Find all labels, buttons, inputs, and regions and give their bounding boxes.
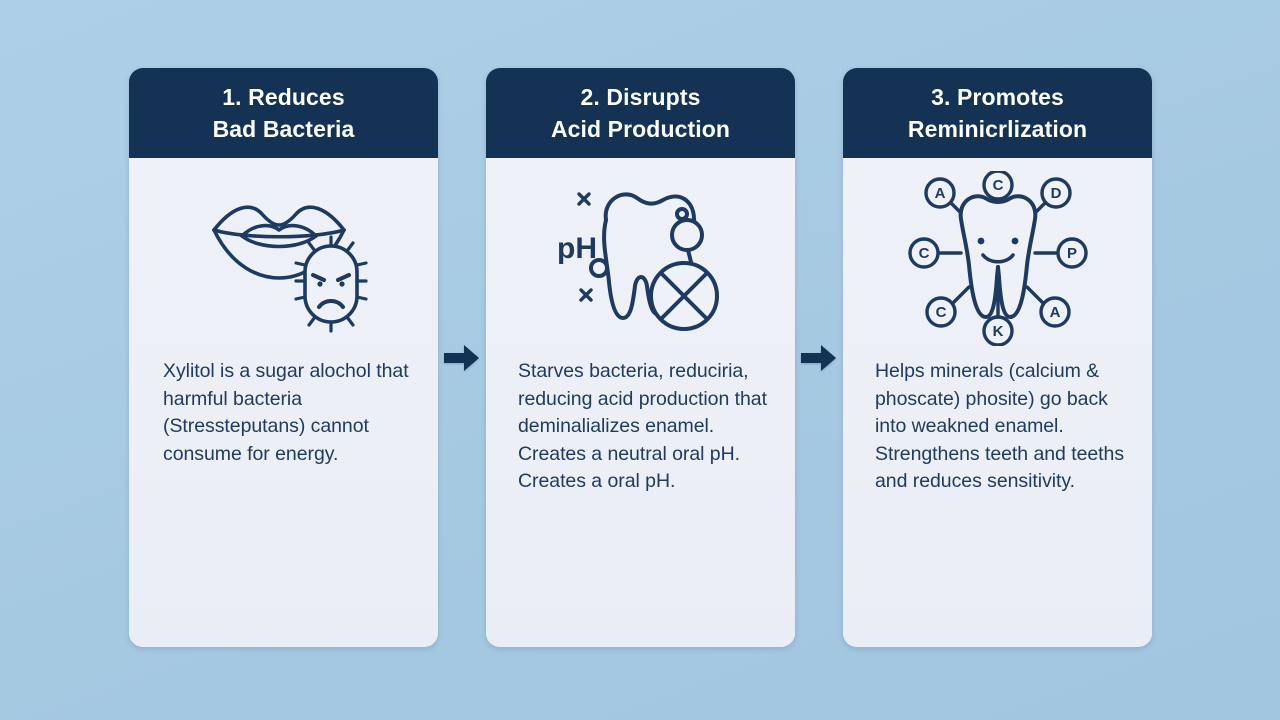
ph-label: pH (557, 232, 597, 265)
mineral-badge-d-upper-right: D (1039, 176, 1072, 209)
step-card-3-title-line2: Reminicrlization (907, 116, 1088, 142)
mineral-badge-c-top: C (981, 170, 1014, 201)
mineral-badge-c-lower-left: C (924, 295, 957, 328)
card-rail: 1. Reduces Bad Bacteria (129, 68, 1152, 647)
svg-text:K: K (992, 323, 1003, 340)
svg-text:P: P (1066, 245, 1076, 262)
step-card-1-header: 1. Reduces Bad Bacteria (129, 68, 438, 158)
svg-text:A: A (1049, 304, 1060, 321)
arrow-2-to-3 (795, 68, 843, 647)
svg-text:C: C (935, 304, 946, 321)
step-card-1-description: Xylitol is a sugar alochol that harmful … (163, 360, 409, 465)
mineral-badge-a-upper-left: A (923, 176, 956, 209)
svg-text:C: C (992, 177, 1003, 194)
step-card-2-title-line2: Acid Production (550, 116, 731, 142)
lips-with-angry-bacteria-icon (129, 158, 438, 358)
tooth-ph-acid-blocked-icon: pH (486, 158, 795, 358)
step-card-1-body: Xylitol is a sugar alochol that harmful … (129, 158, 438, 647)
svg-text:C: C (918, 245, 929, 262)
mineral-badge-a-lower-right: A (1038, 295, 1071, 328)
step-card-2-title-line1: 2. Disrupts (580, 84, 701, 110)
step-card-3-header: 3. Promotes Reminicrlization (843, 68, 1152, 158)
step-card-3-body: C A D C (843, 158, 1152, 647)
step-card-2-description: Starves bacteria, reduciria, reducing ac… (518, 360, 767, 492)
svg-text:D: D (1050, 185, 1061, 202)
arrow-1-to-2 (438, 68, 486, 647)
smiling-tooth-minerals-icon: C A D C (843, 158, 1152, 358)
mineral-badge-c-left: C (907, 236, 940, 269)
step-card-1[interactable]: 1. Reduces Bad Bacteria (129, 68, 438, 647)
step-card-3-title-line1: 3. Promotes (931, 84, 1064, 110)
svg-text:A: A (934, 185, 945, 202)
step-card-2[interactable]: 2. Disrupts Acid Production pH (486, 68, 795, 647)
step-card-2-body: pH (486, 158, 795, 647)
step-card-3[interactable]: 3. Promotes Reminicrlization (843, 68, 1152, 647)
mineral-badge-k-bottom: K (981, 314, 1014, 346)
mineral-badge-p-right: P (1055, 236, 1088, 269)
step-card-3-description: Helps minerals (calcium & phoscate) phos… (875, 360, 1125, 492)
step-card-1-title-line2: Bad Bacteria (212, 116, 355, 142)
step-card-2-header: 2. Disrupts Acid Production (486, 68, 795, 158)
step-card-1-title-line1: 1. Reduces (222, 84, 345, 110)
